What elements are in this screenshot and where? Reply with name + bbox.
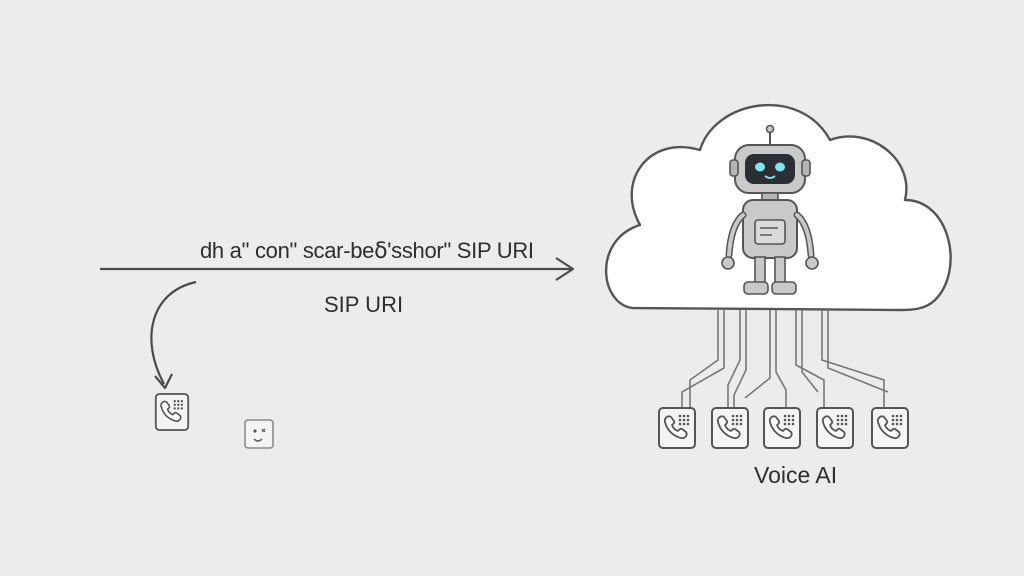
arrow-label: dh a" con" scar-beẟ'sshor" SIP URI — [200, 238, 534, 263]
sip-uri-label: SIP URI — [324, 292, 404, 317]
phone-keypad-icon — [871, 407, 909, 449]
phone-keypad-icon — [711, 407, 749, 449]
phone-row — [658, 407, 909, 449]
phone-keypad-icon — [816, 407, 854, 449]
main-arrow — [100, 257, 575, 281]
connection-lines — [681, 310, 889, 412]
curved-arrow — [150, 280, 197, 390]
face-icon — [244, 419, 274, 449]
phone-keypad-icon — [658, 407, 696, 449]
phone-keypad-icon — [154, 393, 190, 431]
robot-icon — [721, 124, 819, 295]
phone-keypad-icon — [763, 407, 801, 449]
voice-ai-label: Voice AI — [754, 462, 838, 488]
